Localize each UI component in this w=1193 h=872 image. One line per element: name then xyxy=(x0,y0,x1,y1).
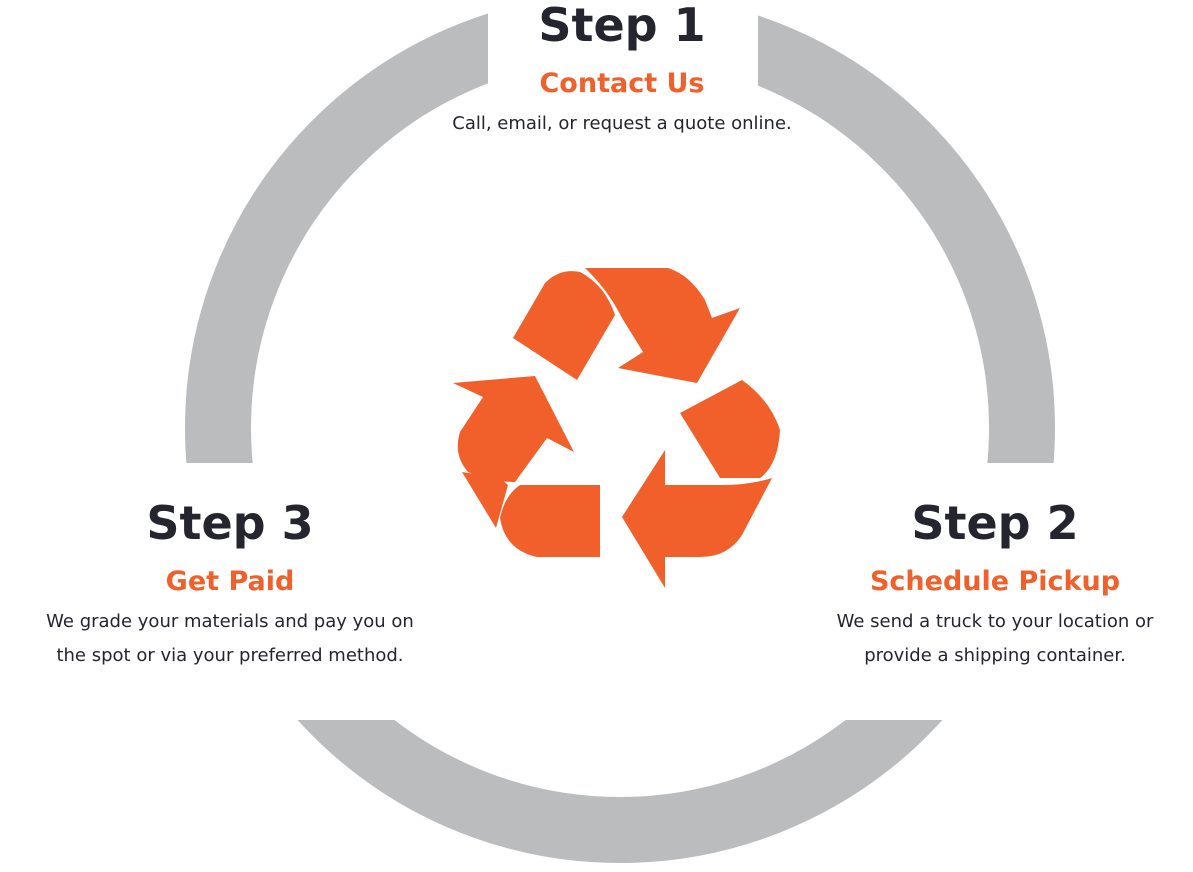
step-2: Step 2 Schedule Pickup We send a truck t… xyxy=(795,500,1193,673)
step-3-title: Get Paid xyxy=(165,566,295,597)
step-1-description: Call, email, or request a quote online. xyxy=(370,107,874,141)
step-2-heading: Step 2 xyxy=(911,496,1079,550)
desc-line: We send a truck to your location or xyxy=(836,611,1154,632)
desc-line: We grade your materials and pay you on xyxy=(46,611,414,632)
step-3: Step 3 Get Paid We grade your materials … xyxy=(10,500,450,673)
step-2-description: We send a truck to your location or prov… xyxy=(795,605,1193,673)
step-1-heading: Step 1 xyxy=(538,0,706,52)
desc-line: Call, email, or request a quote online. xyxy=(452,113,792,134)
recycle-icon xyxy=(453,268,780,588)
desc-line: the spot or via your preferred method. xyxy=(56,645,404,666)
step-1: Step 1 Contact Us Call, email, or reques… xyxy=(370,2,874,141)
step-3-heading: Step 3 xyxy=(146,496,314,550)
step-2-title: Schedule Pickup xyxy=(869,566,1121,597)
step-1-title: Contact Us xyxy=(539,68,705,99)
desc-line: provide a shipping container. xyxy=(864,645,1126,666)
step-3-description: We grade your materials and pay you on t… xyxy=(10,605,450,673)
